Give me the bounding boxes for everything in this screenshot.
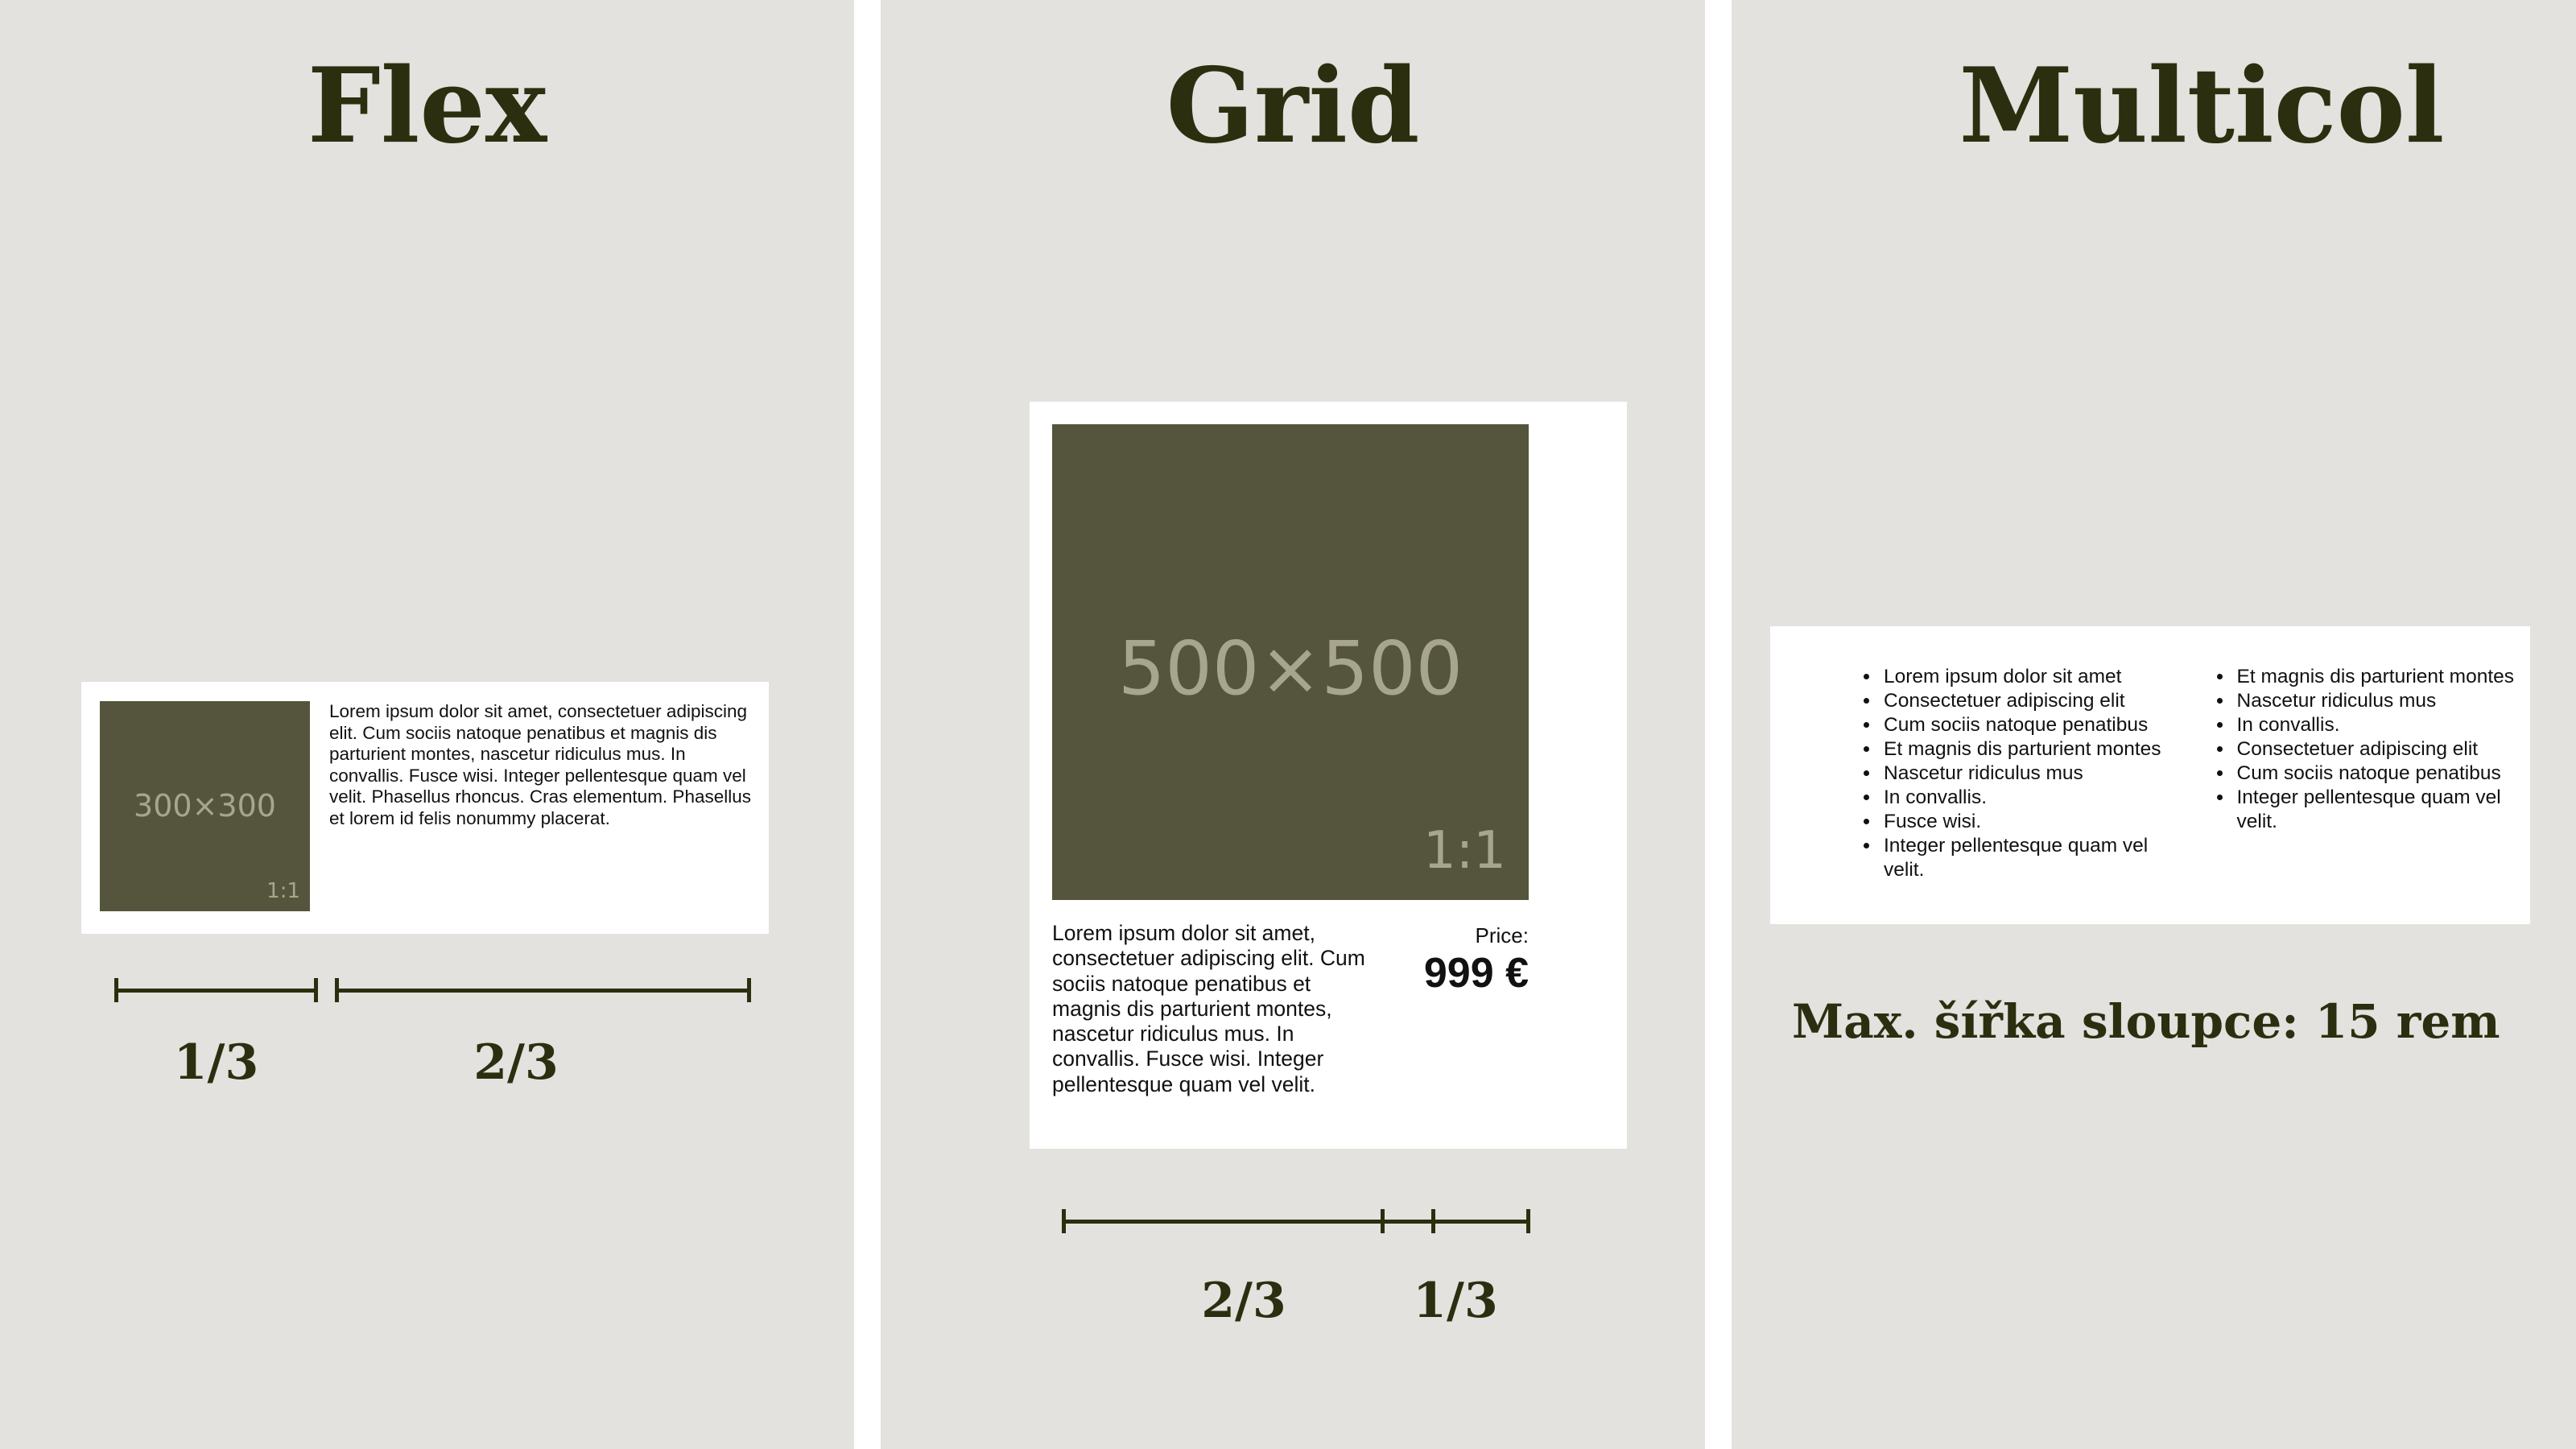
flex-heading: Flex <box>307 46 547 167</box>
grid-image-size-label: 500×500 <box>1117 625 1463 712</box>
multicol-list-item: Consectetuer adipiscing elit <box>1880 689 2174 713</box>
multicol-list-item: Cum sociis natoque penatibus <box>1880 713 2174 737</box>
multicol-list-item: Et magnis dis parturient montes <box>2234 665 2527 689</box>
multicol-list-item: Et magnis dis parturient montes <box>1880 737 2174 762</box>
grid-measure-one-third <box>1381 1209 1530 1233</box>
multicol-heading: Multicol <box>1959 46 2445 167</box>
grid-price-label: Price: <box>1475 923 1529 947</box>
grid-image-ratio-label: 1:1 <box>1423 821 1506 881</box>
multicol-list-item: Cum sociis natoque penatibus <box>2234 762 2527 786</box>
flex-fraction-label-2: 2/3 <box>473 1034 559 1091</box>
grid-measure-two-thirds <box>1062 1209 1435 1233</box>
multicol-card: Lorem ipsum dolor sit ametConsectetuer a… <box>1770 626 2530 924</box>
multicol-panel: Multicol Lorem ipsum dolor sit ametConse… <box>1732 0 2576 1449</box>
grid-fraction-label-2: 1/3 <box>1413 1273 1498 1329</box>
grid-panel: Grid 500×500 1:1 Lorem ipsum dolor sit a… <box>881 0 1705 1449</box>
multicol-list-item: Nascetur ridiculus mus <box>2234 689 2527 713</box>
flex-card-text: Lorem ipsum dolor sit amet, consectetuer… <box>329 701 751 828</box>
multicol-list-item: Nascetur ridiculus mus <box>1880 762 2174 786</box>
flex-image-placeholder: 300×300 1:1 <box>100 701 310 911</box>
flex-measure-two-thirds <box>335 978 751 1002</box>
grid-card: 500×500 1:1 Lorem ipsum dolor sit amet, … <box>1030 402 1627 1149</box>
multicol-list-item: Fusce wisi. <box>1880 810 2174 834</box>
grid-card-text: Lorem ipsum dolor sit amet, consectetuer… <box>1052 921 1365 1096</box>
column-width-note: Max. šířka sloupce: 15 rem <box>1792 994 2500 1049</box>
multicol-list: Lorem ipsum dolor sit ametConsectetuer a… <box>1850 665 2526 882</box>
multicol-list-item: Lorem ipsum dolor sit amet <box>1880 665 2174 689</box>
flex-card: 300×300 1:1 Lorem ipsum dolor sit amet, … <box>81 682 769 934</box>
grid-price-value: 999 € <box>1423 950 1529 997</box>
flex-fraction-label-1: 1/3 <box>173 1034 259 1091</box>
multicol-list-item: In convallis. <box>1880 786 2174 810</box>
flex-image-size-label: 300×300 <box>134 788 276 824</box>
multicol-list-item: In convallis. <box>2234 713 2527 737</box>
multicol-list-item: Consectetuer adipiscing elit <box>2234 737 2527 762</box>
grid-fraction-label-1: 2/3 <box>1201 1273 1286 1329</box>
multicol-list-item: Integer pellentesque quam vel velit. <box>2234 786 2527 834</box>
grid-heading: Grid <box>1166 46 1420 167</box>
flex-measure-one-third <box>114 978 318 1002</box>
multicol-list-item: Integer pellentesque quam vel velit. <box>1880 834 2174 882</box>
flex-image-ratio-label: 1:1 <box>266 879 300 903</box>
grid-image-placeholder: 500×500 1:1 <box>1052 424 1529 900</box>
flex-panel: Flex 300×300 1:1 Lorem ipsum dolor sit a… <box>0 0 854 1449</box>
